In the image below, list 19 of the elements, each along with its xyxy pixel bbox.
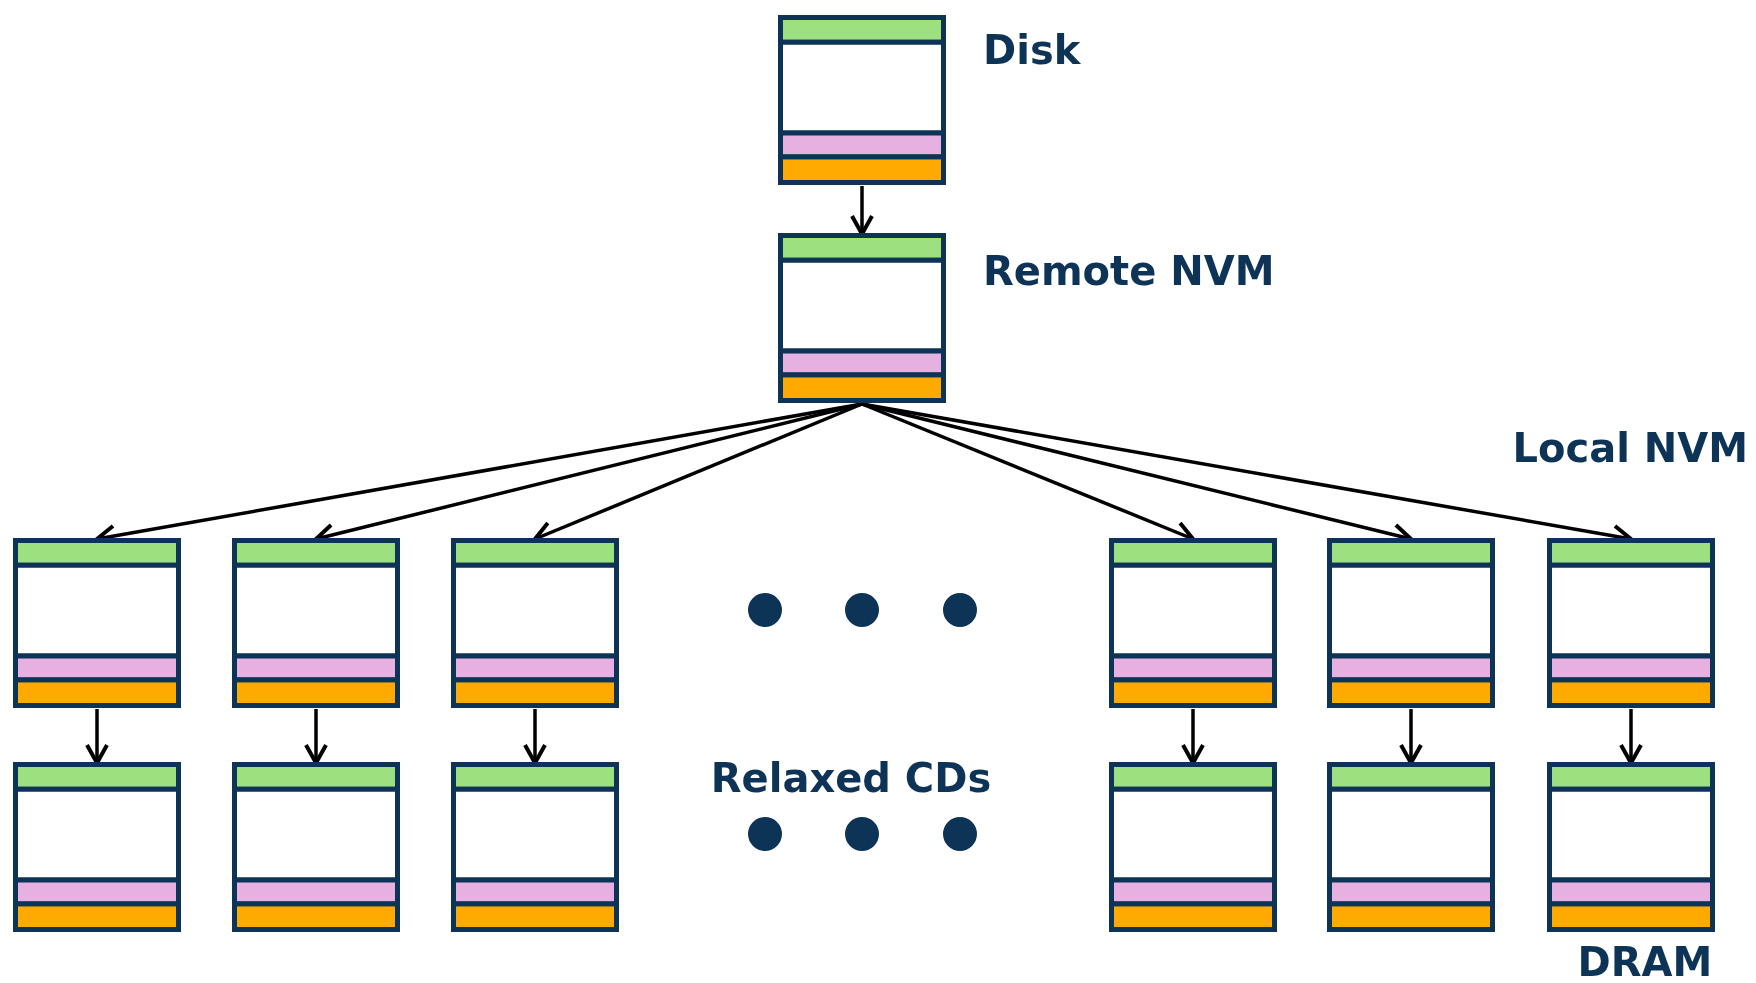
memory-block: [1327, 538, 1495, 708]
memory-block: [778, 233, 946, 403]
memory-block: [1109, 538, 1277, 708]
memory-block: [1109, 762, 1277, 932]
memory-block: [778, 15, 946, 185]
memory-block: [13, 762, 181, 932]
tier-label: DRAM: [1577, 942, 1713, 982]
tier-label: Relaxed CDs: [710, 758, 992, 798]
tier-label: Disk: [983, 30, 1081, 70]
memory-block: [1547, 538, 1715, 708]
tier-label: Local NVM: [1512, 428, 1748, 468]
memory-block: [451, 538, 619, 708]
memory-block: [13, 538, 181, 708]
memory-block: [1327, 762, 1495, 932]
memory-block: [451, 762, 619, 932]
tier-label: Remote NVM: [983, 251, 1275, 291]
memory-block: [232, 762, 400, 932]
memory-block: [1547, 762, 1715, 932]
memory-block: [232, 538, 400, 708]
